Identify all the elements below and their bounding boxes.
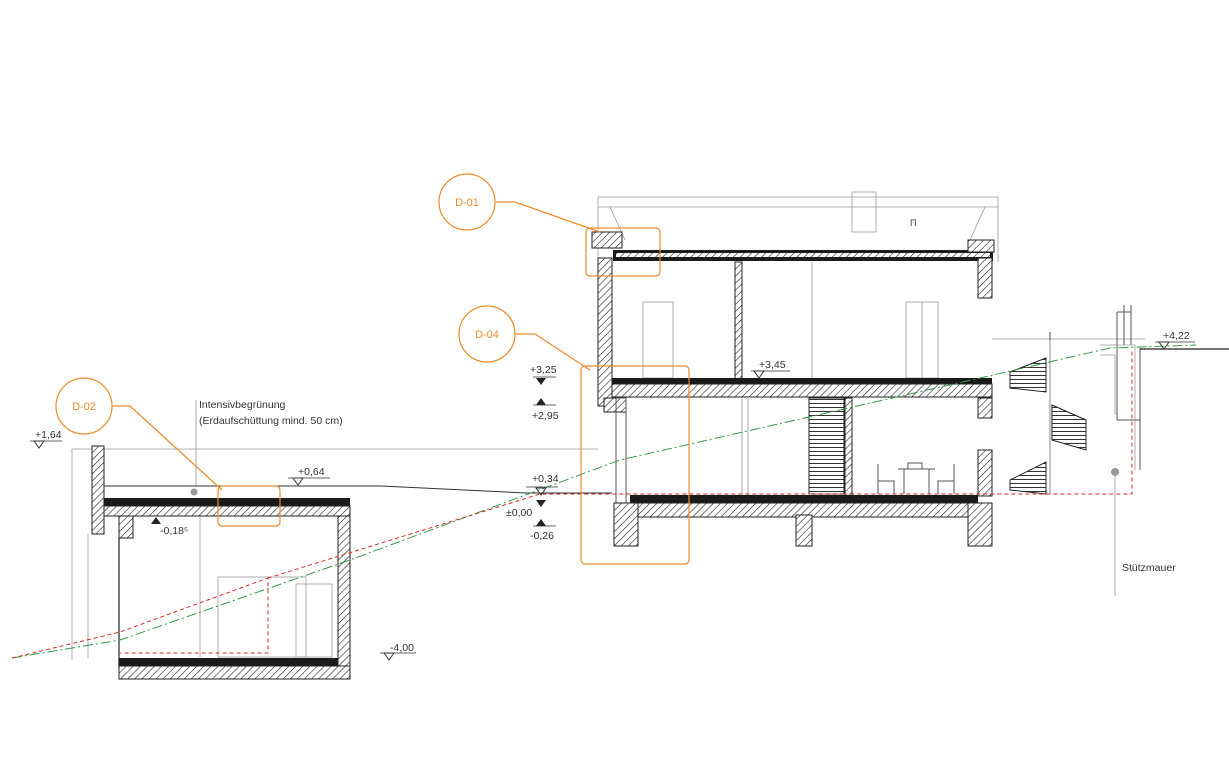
svg-text:+2,95: +2,95 xyxy=(532,410,559,422)
upper-partition-wall xyxy=(734,261,743,381)
callout-d02-label: D-02 xyxy=(72,401,96,413)
callout-d01[interactable]: D-01 xyxy=(438,173,661,277)
level-marker-minus-4-00: -4,00 xyxy=(380,642,416,661)
level-marker-plus-0-64: +0,64 xyxy=(288,466,330,486)
underground-annex xyxy=(71,445,612,680)
level-marker-minus-0-26: -0,26 xyxy=(530,519,556,542)
level-marker-plus-3-25: +3,25 xyxy=(530,364,557,385)
upper-left-wall xyxy=(597,257,613,407)
level-marker-minus-0-18: -0,18⁵ xyxy=(151,517,188,537)
first-floor-slab xyxy=(612,378,992,384)
svg-text:±0,00: ±0,00 xyxy=(506,507,532,519)
upper-right-wall xyxy=(977,257,993,299)
callout-d04-label: D-04 xyxy=(475,329,499,341)
svg-text:+3,25: +3,25 xyxy=(530,364,557,376)
svg-text:+1,64: +1,64 xyxy=(35,429,62,441)
svg-text:-0,26: -0,26 xyxy=(530,530,554,542)
callout-d04[interactable]: D-04 xyxy=(458,305,690,565)
main-house-section: Π xyxy=(591,191,999,547)
dining-table xyxy=(877,462,955,494)
original-grade-line xyxy=(11,344,1197,659)
ground-slab xyxy=(630,495,978,503)
retaining-wall-label: Stützmauer xyxy=(1122,562,1176,574)
exterior-spiral-stair xyxy=(992,332,1145,495)
roof-box-symbol: Π xyxy=(910,218,917,228)
new-grade-line xyxy=(11,577,269,659)
level-marker-plus-4-22: +4,22 xyxy=(1155,330,1195,350)
green-roof-note-line1: Intensivbegrünung xyxy=(199,399,286,411)
level-marker-plus-2-95: +2,95 xyxy=(532,398,559,422)
interior-stair xyxy=(808,397,845,495)
level-marker-plus-3-45: +3,45 xyxy=(751,359,790,379)
callout-d01-label: D-01 xyxy=(455,197,479,209)
callout-d02[interactable]: D-02 xyxy=(55,377,281,527)
svg-text:+0,64: +0,64 xyxy=(298,466,325,478)
green-roof-note-line2: (Erdaufschüttung mind. 50 cm) xyxy=(199,415,343,427)
retaining-wall xyxy=(1100,305,1229,596)
svg-text:-4,00: -4,00 xyxy=(390,642,414,654)
level-marker-plus-1-64: +1,64 xyxy=(30,429,62,449)
svg-text:+0,34: +0,34 xyxy=(532,473,559,485)
svg-text:-0,18⁵: -0,18⁵ xyxy=(160,525,188,537)
svg-text:+3,45: +3,45 xyxy=(759,359,786,371)
level-marker-plus-0-34: +0,34 xyxy=(526,473,559,496)
leader-dot xyxy=(190,488,198,496)
annex-floor-slab xyxy=(119,658,338,666)
svg-text:+4,22: +4,22 xyxy=(1163,330,1190,342)
annex-roof-slab xyxy=(104,498,350,506)
level-marker-zero: ±0,00 xyxy=(506,500,546,519)
